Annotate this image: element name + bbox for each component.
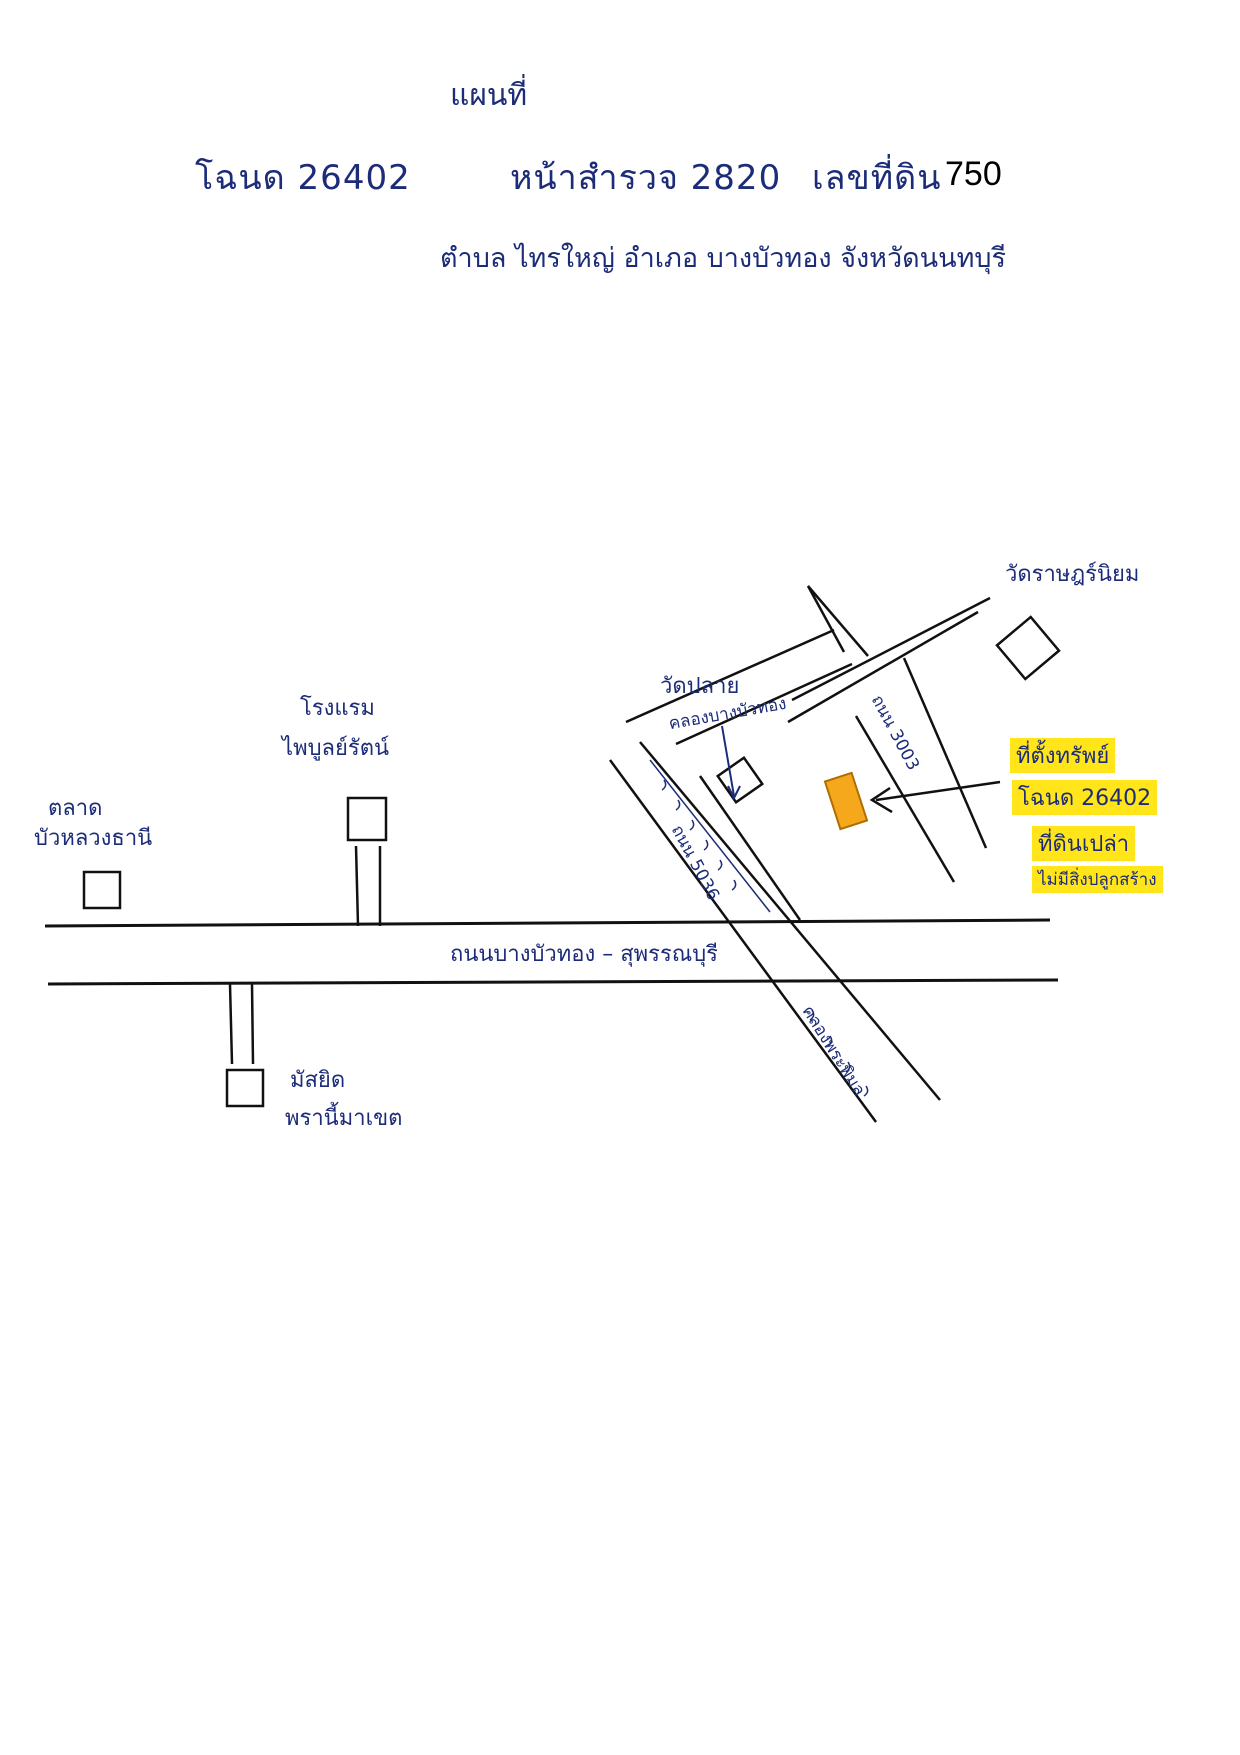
mosque-side-road	[228, 983, 255, 1065]
land-number-label: เลขที่ดิน	[812, 158, 942, 198]
main-road-label: ถนนบางบัวทอง – สุพรรณบุรี	[450, 942, 718, 967]
hotel-label-1: โรงแรม	[300, 696, 375, 721]
mosque-label-1: มัสยิด	[290, 1068, 346, 1093]
temple-canal-label-1: วัดปลาย	[660, 674, 740, 699]
property-label-4: ไม่มีสิ่งปลูกสร้าง	[1032, 866, 1163, 893]
map-title: แผนที่	[450, 78, 528, 113]
location-line: ตำบล ไทรใหญ่ อำเภอ บางบัวทอง จังหวัดนนทบ…	[440, 243, 1007, 274]
temple-arrow-head	[727, 785, 741, 801]
land-number-value: 750	[945, 155, 1002, 193]
mosque-label-2: พรานี้มาเขต	[285, 1106, 403, 1131]
market-label-2: บัวหลวงธานี	[34, 826, 153, 851]
canal-hatching	[649, 759, 869, 1097]
property-arrow-head	[869, 786, 893, 814]
hotel-label-2: ไพบูลย์รัตน์	[282, 736, 390, 761]
property-label-3: ที่ดินเปล่า	[1032, 826, 1136, 861]
property-label-1: ที่ตั้งทรัพย์	[1010, 738, 1116, 773]
survey-page: หน้าสำรวจ 2820	[510, 158, 782, 198]
property-arrow	[875, 780, 1001, 802]
temple-top-label: วัดราษฎร์นิยม	[1005, 562, 1140, 587]
deed-number: โฉนด 26402	[195, 158, 411, 198]
road-5036-lines	[608, 741, 941, 1123]
upper-cross-roads	[625, 585, 991, 883]
main-road	[44, 918, 1059, 986]
property-label-2: โฉนด 26402	[1012, 780, 1158, 815]
mosque-box	[225, 1068, 265, 1108]
temple-canal-box	[715, 755, 765, 805]
hotel-box	[346, 796, 388, 842]
property-parcel	[823, 771, 869, 831]
temple-arrow	[721, 725, 735, 797]
temple-top-box	[995, 615, 1061, 681]
market-label-1: ตลาด	[48, 796, 103, 821]
market-box	[82, 870, 122, 910]
hotel-side-road	[354, 845, 382, 927]
